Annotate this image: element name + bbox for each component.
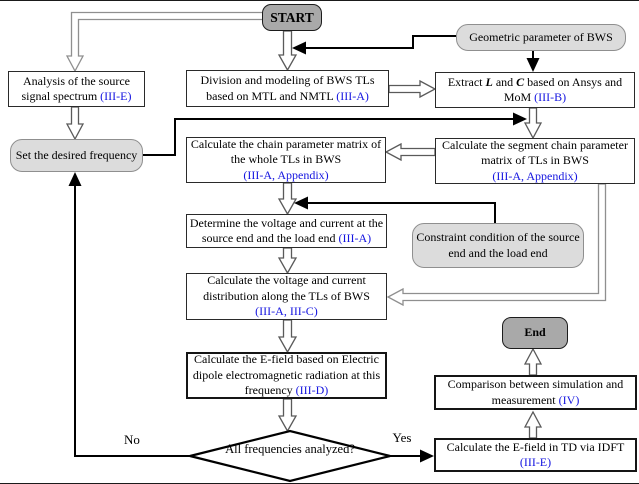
comparison-node: Comparison between simulation and measur… — [434, 375, 637, 410]
extract-symbol-c: C — [516, 74, 525, 89]
chain-whole-text: Calculate the chain parameter matrix of … — [190, 136, 382, 167]
line-geometric-to-startdivision-junction — [305, 35, 456, 49]
division-text: Division and modeling of BWS TLs based o… — [200, 73, 375, 103]
chain-segment-text: Calculate the segment chain parameter ma… — [442, 137, 628, 168]
extract-symbol-l: L — [485, 74, 493, 89]
arrow-analysis-to-setfrequency — [65, 106, 85, 141]
analysis-source-spectrum-node: Analysis of the source signal spectrum (… — [8, 71, 145, 107]
arrow-efieldfreq-to-decision — [277, 398, 298, 433]
constraint-condition-label: Constraint condition of the source end a… — [416, 230, 580, 260]
distribution-text: Calculate the voltage and current distri… — [203, 273, 370, 303]
extract-text-3: based on Ansys and MoM — [503, 74, 623, 104]
line-constraint-to-determine-junction — [307, 202, 496, 223]
extract-text-2: and — [492, 74, 517, 89]
extract-text-1: Extract — [447, 74, 486, 89]
start-terminal: START — [262, 4, 322, 31]
comparison-text: Comparison between simulation and measur… — [447, 377, 624, 407]
extract-ref: (III-B) — [534, 90, 567, 104]
idft-node: Calculate the E-field in TD via IDFT (II… — [434, 438, 637, 472]
distribution-ref: (III-A, III-C) — [255, 304, 318, 319]
decision-yes-label: Yes — [392, 430, 412, 445]
arrowhead-geometric-left — [292, 41, 306, 55]
analysis-ref: (III-E) — [100, 89, 132, 103]
division-modeling-node: Division and modeling of BWS TLs based o… — [186, 70, 389, 107]
chain-whole-ref: (III-A, Appendix) — [243, 167, 329, 182]
arrow-segment-to-distribution — [386, 183, 607, 307]
efield-frequency-text: Calculate the E-field based on Electric … — [192, 352, 381, 398]
arrowhead-constraint-left — [294, 196, 308, 210]
arrowhead-no-up — [68, 172, 82, 186]
geometric-parameter-label: Geometric parameter of BWS — [469, 29, 613, 44]
comparison-ref: (IV) — [558, 392, 580, 407]
arrow-extract-to-segment — [523, 107, 543, 140]
line-setfrequency-to-extractsegment-junction — [143, 118, 513, 156]
division-ref: (III-A) — [336, 88, 369, 103]
decision-text: All frequencies analyzed? — [225, 442, 355, 456]
set-frequency-label: Set the desired frequency — [15, 147, 138, 162]
determine-voltage-node: Determine the voltage and current at the… — [186, 214, 387, 248]
idft-text: Calculate the E-field in TD via IDFT — [446, 439, 625, 454]
arrow-division-to-extract — [388, 79, 437, 99]
line-decision-no-to-setfrequency — [74, 186, 190, 457]
determine-ref: (III-A) — [338, 231, 372, 245]
chain-segment-node: Calculate the segment chain parameter ma… — [435, 138, 635, 184]
idft-ref: (III-E) — [519, 455, 552, 469]
efield-frequency-node: Calculate the E-field based on Electric … — [186, 352, 387, 399]
arrow-determine-to-distribution — [277, 247, 298, 275]
set-frequency-node: Set the desired frequency — [10, 139, 143, 172]
chain-segment-ref: (III-A, Appendix) — [492, 168, 578, 183]
arrow-comparison-to-end — [523, 347, 543, 376]
extract-lc-node: Extract L and C based on Ansys and MoM (… — [435, 72, 635, 108]
arrow-start-to-division — [277, 30, 298, 72]
distribution-node: Calculate the voltage and current distri… — [186, 273, 387, 320]
analysis-text: Analysis of the source signal spectrum — [21, 73, 130, 103]
start-label: START — [270, 9, 314, 25]
efield-frequency-ref: (III-D) — [295, 383, 329, 398]
arrow-idft-to-comparison — [523, 410, 543, 439]
end-terminal: End — [502, 317, 568, 349]
decision-no-label: No — [124, 432, 140, 447]
determine-text: Determine the voltage and current at the… — [189, 215, 384, 245]
figure-top-rule — [0, 0, 639, 1]
geometric-parameter-node: Geometric parameter of BWS — [456, 24, 626, 51]
arrow-segment-to-chainwhole — [384, 142, 436, 162]
arrowhead-setfrequency-right — [513, 112, 527, 126]
decision-diamond-shape — [189, 429, 391, 483]
end-label: End — [524, 325, 546, 340]
arrowhead-geometric-down — [526, 58, 540, 72]
arrow-chainwhole-to-determine — [277, 182, 298, 216]
arrow-start-to-analysis — [65, 11, 264, 73]
constraint-condition-node: Constraint condition of the source end a… — [412, 223, 584, 268]
arrow-distribution-to-efieldfreq — [277, 319, 298, 354]
arrowhead-yes-right — [420, 449, 434, 463]
chain-whole-node: Calculate the chain parameter matrix of … — [186, 137, 386, 183]
